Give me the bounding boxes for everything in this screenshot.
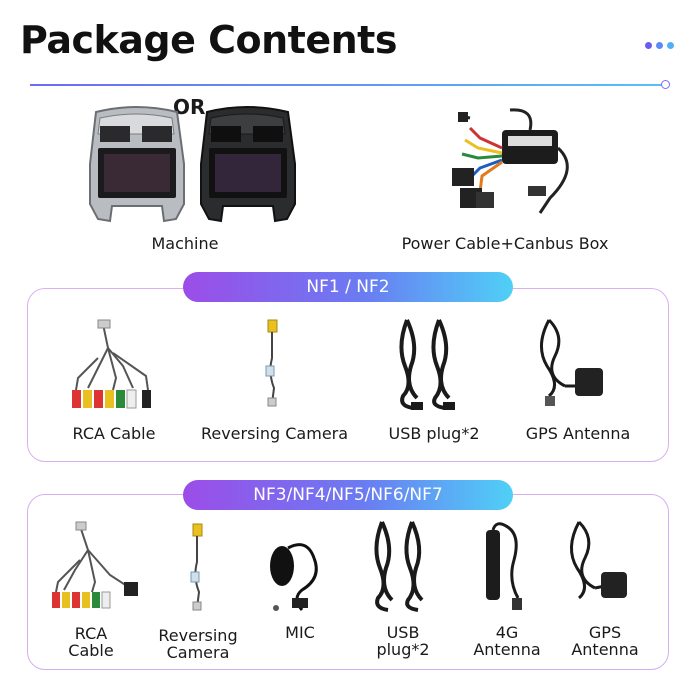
- label-line: plug*2: [376, 640, 430, 659]
- 4g-antenna-image: [486, 522, 522, 610]
- machine-label: Machine: [151, 234, 219, 253]
- label-line: Antenna: [571, 640, 639, 659]
- reversing-camera-label: Reversing Camera: [148, 627, 248, 661]
- mic-image: [270, 543, 318, 611]
- 4g-antenna-label: 4G Antenna: [462, 624, 552, 658]
- more-dots-icon: [645, 42, 674, 49]
- power-cable-label: Power Cable+Canbus Box: [401, 234, 609, 253]
- usb-plug-label: USB plug*2: [388, 424, 480, 443]
- rca-cable-image: [52, 521, 138, 609]
- mic-label: MIC: [285, 623, 315, 642]
- usb-plug-label: USB plug*2: [362, 624, 444, 658]
- label-line: Cable: [68, 641, 114, 660]
- nf3-nf7-pill: NF3/NF4/NF5/NF6/NF7: [183, 480, 513, 510]
- nf1-nf2-pill: NF1 / NF2: [183, 272, 513, 302]
- label-line: RCA: [74, 624, 108, 643]
- reversing-camera-cable-image: [190, 523, 203, 611]
- rca-cable-label: RCA Cable: [72, 424, 156, 443]
- label-line: Reversing: [158, 626, 238, 645]
- label-line: USB: [386, 623, 420, 642]
- gps-antenna-image: [570, 520, 627, 600]
- label-line: Camera: [166, 643, 230, 662]
- label-line: Antenna: [473, 640, 541, 659]
- rca-cable-label: RCA Cable: [50, 625, 132, 659]
- usb-plug-image: [374, 521, 424, 612]
- header-divider: [30, 84, 662, 86]
- label-line: GPS: [588, 623, 622, 642]
- machine-black-image: [200, 106, 296, 223]
- page-title: Package Contents: [20, 18, 397, 62]
- gps-antenna-image: [540, 318, 603, 406]
- label-line: 4G: [495, 623, 519, 642]
- gps-antenna-label: GPS Antenna: [560, 624, 650, 658]
- divider-end-circle: [661, 80, 670, 89]
- reversing-camera-label: Reversing Camera: [200, 424, 349, 443]
- reversing-camera-cable-image: [265, 319, 278, 407]
- machine-silver-image: [89, 106, 185, 223]
- rca-cable-image: [72, 319, 151, 409]
- usb-plug-image: [399, 319, 455, 410]
- gps-antenna-label: GPS Antenna: [525, 424, 631, 443]
- power-cable-canbus-image: [452, 108, 569, 214]
